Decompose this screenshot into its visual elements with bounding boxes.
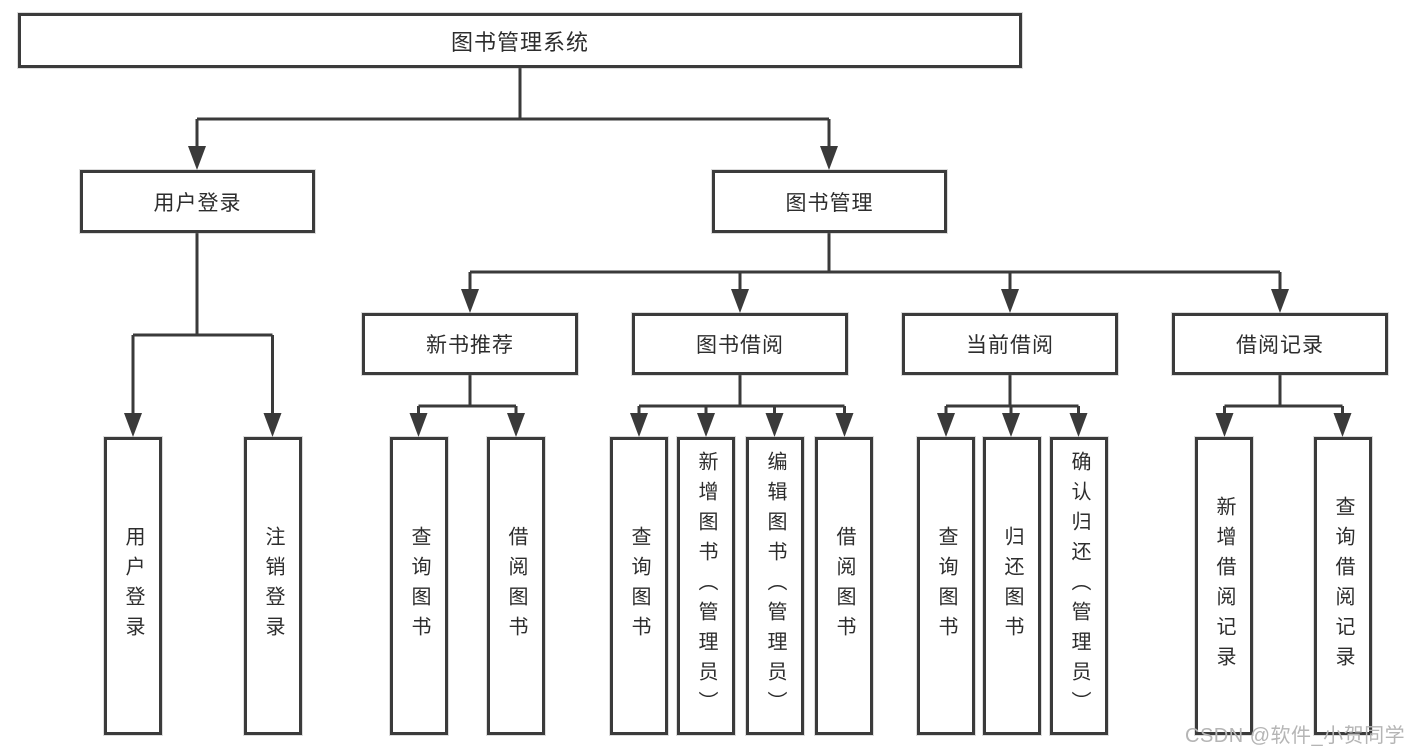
leaf-label: 用户登录 [122,526,144,646]
leaf-label: 查询图书 [935,526,957,646]
leaf-label: 查询图书 [628,526,650,646]
node-borrow-records: 借阅记录 [1172,313,1388,375]
arrowhead [697,413,715,437]
leaf-edit-books-admin: 编辑图书（管理员） [746,437,804,735]
node-label: 新书推荐 [426,334,514,357]
arrowhead [731,289,749,313]
arrowhead [461,289,479,313]
leaf-logout: 注销登录 [244,437,302,735]
tree-edges [131,68,1344,419]
leaf-label: 查询图书 [408,526,430,646]
arrowhead [409,413,428,437]
leaf-label: 归还图书 [1001,526,1023,646]
arrowhead [630,413,648,437]
arrowhead [1069,413,1088,437]
leaf-borrow-books: 借阅图书 [815,437,873,735]
leaf-confirm-return-admin: 确认归还（管理员） [1050,437,1108,735]
leaf-label: 借阅图书 [833,526,855,646]
node-label: 当前借阅 [966,334,1054,357]
leaf-label: 借阅图书 [505,526,527,646]
leaf-add-books-admin: 新增图书（管理员） [677,437,735,735]
arrowheads [124,146,1352,437]
arrowhead [1271,289,1289,313]
arrowhead [507,413,525,437]
leaf-query-borrow-record: 查询借阅记录 [1314,437,1372,735]
node-system-root: 图书管理系统 [18,13,1022,68]
arrowhead [820,146,838,170]
arrowhead [937,413,955,437]
node-label: 图书管理 [785,191,874,215]
arrowhead [765,413,784,437]
arrowhead [1333,413,1352,437]
leaf-label: 注销登录 [262,526,284,646]
leaf-add-borrow-record: 新增借阅记录 [1195,437,1253,735]
leaf-label: 确认归还（管理员） [1068,451,1090,721]
arrowhead [1001,289,1019,313]
arrowhead [263,413,282,437]
leaf-label: 编辑图书（管理员） [764,451,786,721]
leaf-label: 新增图书（管理员） [695,451,717,721]
arrowhead [1215,413,1234,437]
leaf-return-books: 归还图书 [983,437,1041,735]
node-new-book-recommend: 新书推荐 [362,313,578,375]
leaf-recommend-borrow-books: 借阅图书 [487,437,545,735]
node-label: 用户登录 [153,191,242,215]
node-book-borrow: 图书借阅 [632,313,848,375]
leaf-recommend-query-books: 查询图书 [390,437,448,735]
node-user-login: 用户登录 [80,170,315,233]
leaf-borrow-query-books: 查询图书 [610,437,668,735]
node-label: 图书管理系统 [450,29,589,55]
arrowhead [124,413,142,437]
node-label: 图书借阅 [696,334,784,357]
node-book-management: 图书管理 [712,170,947,233]
arrowhead [835,413,854,437]
node-current-borrow: 当前借阅 [902,313,1118,375]
leaf-current-query-books: 查询图书 [917,437,975,735]
node-label: 借阅记录 [1236,334,1324,357]
arrowhead [188,146,206,170]
arrowhead [1002,413,1020,437]
csdn-watermark: CSDN @软件_小贺同学 [1185,725,1405,747]
leaf-label: 新增借阅记录 [1213,496,1235,676]
leaf-label: 查询借阅记录 [1332,496,1354,676]
leaf-user-login: 用户登录 [104,437,162,735]
